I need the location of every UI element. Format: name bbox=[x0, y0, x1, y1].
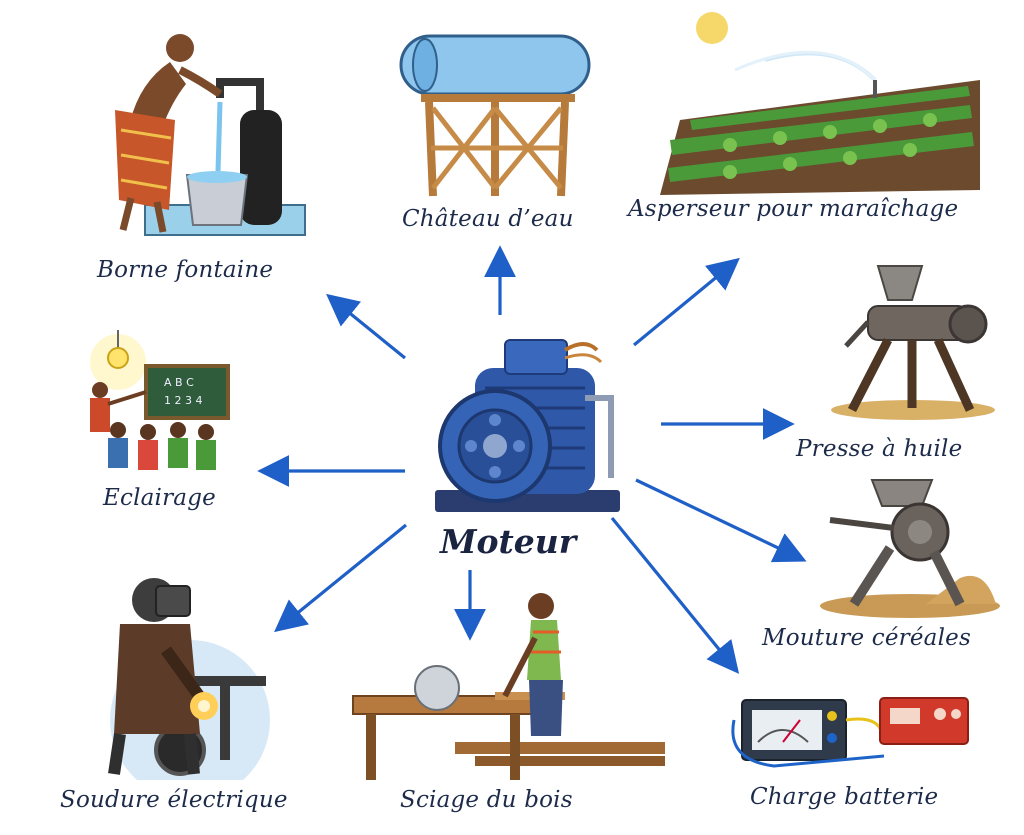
label-chateau-eau: Château d’eau bbox=[402, 206, 574, 232]
grain-mill-icon bbox=[820, 479, 1000, 618]
label-presse-huile: Presse à huile bbox=[796, 436, 963, 462]
svg-text:1 2 3 4: 1 2 3 4 bbox=[164, 394, 202, 407]
arrow-to-charge-batterie bbox=[610, 516, 740, 674]
oil-press-icon bbox=[831, 265, 995, 420]
arrow-to-borne-fontaine bbox=[326, 293, 407, 360]
lightbulb-classroom-icon: A B C 1 2 3 4 bbox=[90, 330, 230, 470]
label-soudure: Soudure électrique bbox=[60, 787, 288, 813]
center-label: Moteur bbox=[440, 522, 577, 561]
label-borne-fontaine: Borne fontaine bbox=[97, 257, 274, 283]
label-asperseur: Asperseur pour maraîchage bbox=[628, 196, 959, 222]
electric-motor-icon bbox=[435, 339, 620, 512]
water-standpipe-icon bbox=[115, 34, 306, 236]
sprinkler-field-icon bbox=[660, 12, 980, 195]
arrow-to-soudure bbox=[274, 523, 408, 633]
wood-saw-icon bbox=[352, 593, 665, 780]
label-sciage: Sciage du bois bbox=[400, 787, 573, 813]
arrow-to-mouture bbox=[635, 478, 807, 563]
battery-charger-icon bbox=[731, 697, 969, 768]
label-charge-batterie: Charge batterie bbox=[750, 784, 939, 810]
label-mouture: Mouture céréales bbox=[762, 625, 971, 651]
label-eclairage: Eclairage bbox=[103, 485, 216, 511]
water-tower-icon bbox=[399, 34, 591, 197]
welding-icon bbox=[108, 578, 270, 780]
svg-text:A B C: A B C bbox=[164, 376, 194, 389]
arrow-to-asperseur bbox=[632, 257, 740, 347]
